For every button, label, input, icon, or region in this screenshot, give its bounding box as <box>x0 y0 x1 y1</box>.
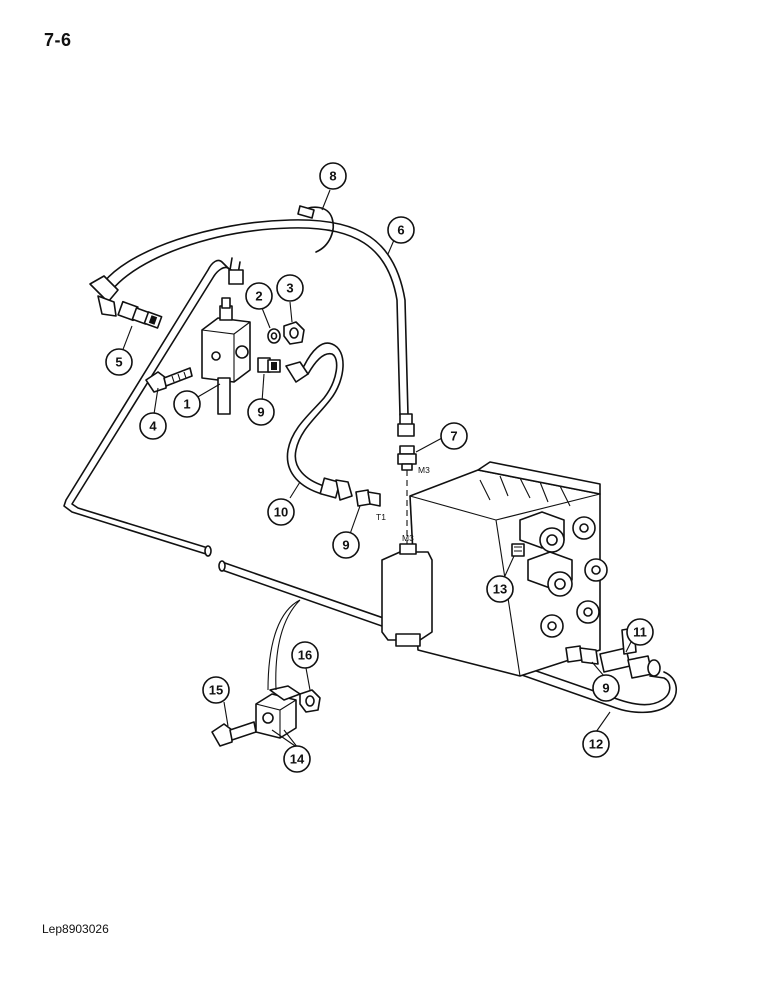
callout-7: 7 <box>440 422 468 450</box>
adapter-7 <box>397 445 417 545</box>
callout-13: 13 <box>486 575 514 603</box>
svg-text:10: 10 <box>274 505 288 520</box>
clamp-14 <box>255 685 301 739</box>
adapter-9-t1 <box>355 489 381 507</box>
adapter-9-upper <box>257 357 281 373</box>
svg-text:5: 5 <box>115 355 122 370</box>
callout-9-upper: 9 <box>247 398 275 426</box>
callout-12: 12 <box>582 730 610 758</box>
callout-14: 14 <box>283 745 311 773</box>
nut-3 <box>283 321 305 345</box>
callout-6: 6 <box>387 216 415 244</box>
adapter-5 <box>117 300 163 329</box>
svg-text:7: 7 <box>450 429 457 444</box>
svg-text:1: 1 <box>183 397 190 412</box>
svg-text:8: 8 <box>329 169 336 184</box>
callout-3: 3 <box>276 274 304 302</box>
control-valve-bank <box>381 461 608 677</box>
svg-text:11: 11 <box>633 625 647 640</box>
callout-5: 5 <box>105 348 133 376</box>
svg-text:12: 12 <box>589 737 603 752</box>
callout-4: 4 <box>139 412 167 440</box>
nut-16 <box>299 689 321 713</box>
port-label-t1: T1 <box>376 512 386 522</box>
drawing-reference-code: Lep8903026 <box>42 922 109 936</box>
leader-lines <box>121 189 633 749</box>
svg-text:9: 9 <box>342 538 349 553</box>
callout-1: 1 <box>173 390 201 418</box>
valve-block-1 <box>201 297 251 415</box>
svg-text:2: 2 <box>255 289 262 304</box>
callout-10: 10 <box>267 498 295 526</box>
svg-text:13: 13 <box>493 582 507 597</box>
svg-text:16: 16 <box>298 648 312 663</box>
callout-2: 2 <box>245 282 273 310</box>
svg-text:9: 9 <box>257 405 264 420</box>
callout-16: 16 <box>291 641 319 669</box>
port-label-m3-upper: M3 <box>418 465 430 475</box>
bolt-15 <box>211 721 257 747</box>
svg-text:15: 15 <box>209 683 223 698</box>
svg-text:3: 3 <box>286 281 293 296</box>
tube-12 <box>63 257 677 714</box>
adapter-9-lower <box>565 645 599 665</box>
callout-9-lower: 9 <box>592 674 620 702</box>
svg-text:9: 9 <box>602 681 609 696</box>
callout-9-t1: 9 <box>332 531 360 559</box>
callout-11: 11 <box>626 618 654 646</box>
callout-8: 8 <box>319 162 347 190</box>
hose-10 <box>285 342 353 501</box>
hose-6 <box>89 219 415 437</box>
svg-text:4: 4 <box>149 419 157 434</box>
plug-13 <box>511 543 525 557</box>
page-number: 7-6 <box>44 30 72 50</box>
hose-clip-8 <box>297 205 334 253</box>
svg-text:14: 14 <box>290 752 305 767</box>
bolt-4 <box>145 367 193 393</box>
svg-text:6: 6 <box>397 223 404 238</box>
port-label-m3-lower: M3 <box>402 533 414 543</box>
callout-15: 15 <box>202 676 230 704</box>
washer-2 <box>267 328 281 344</box>
